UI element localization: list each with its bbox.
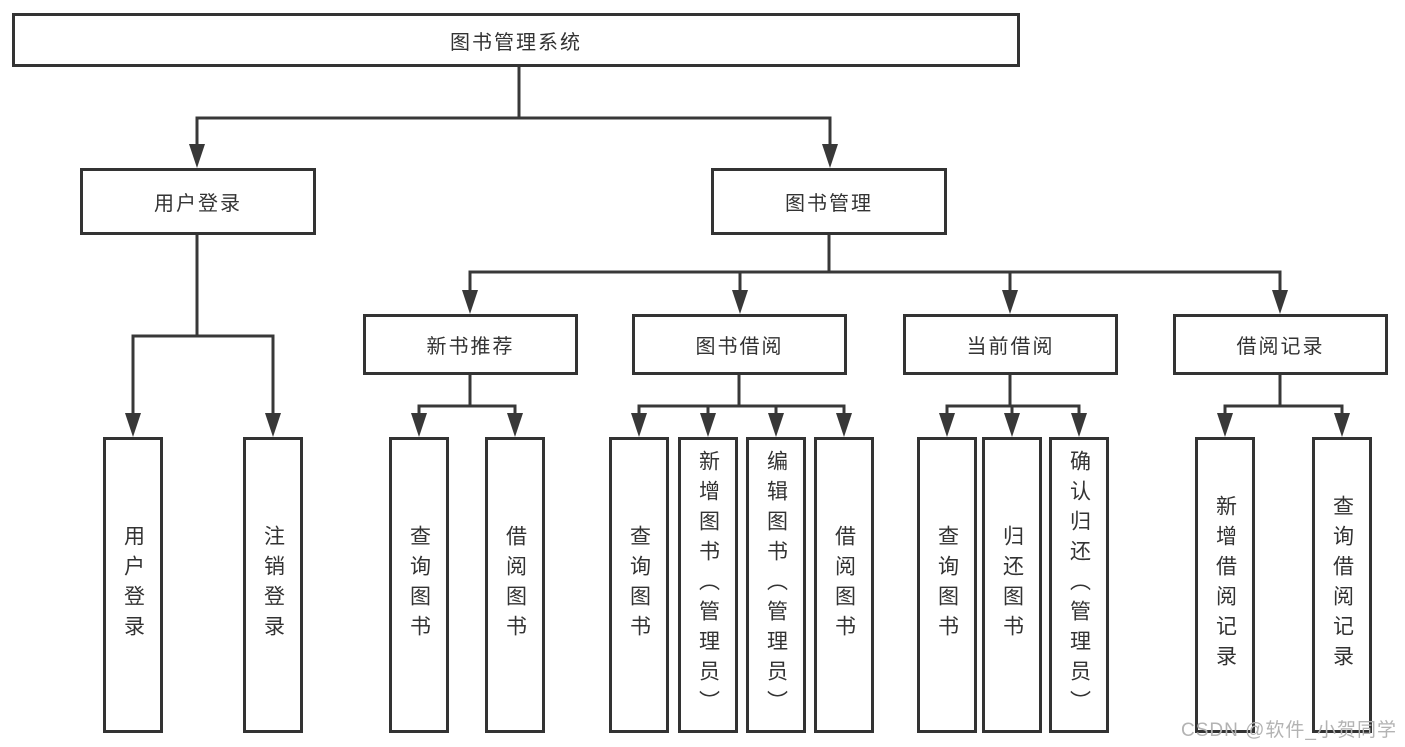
node-user-login: 用户登录 bbox=[80, 168, 316, 235]
node-book-management: 图书管理 bbox=[711, 168, 947, 235]
leaf-query-books-recommend-label: 查询图书 bbox=[407, 525, 431, 645]
leaf-user-login: 用户登录 bbox=[103, 437, 163, 733]
leaf-query-books-recommend: 查询图书 bbox=[389, 437, 449, 733]
node-user-login-label: 用户登录 bbox=[154, 193, 242, 215]
node-current-borrowing-label: 当前借阅 bbox=[966, 336, 1055, 358]
node-book-borrowing: 图书借阅 bbox=[632, 314, 847, 375]
leaf-edit-books-admin: 编辑图书（管理员） bbox=[746, 437, 806, 733]
node-new-book-recommendation-label: 新书推荐 bbox=[426, 336, 515, 358]
leaf-user-login-label: 用户登录 bbox=[121, 525, 145, 645]
leaf-add-borrow-record-label: 新增借阅记录 bbox=[1213, 495, 1237, 675]
node-current-borrowing: 当前借阅 bbox=[903, 314, 1118, 375]
leaf-query-books-current-label: 查询图书 bbox=[935, 525, 959, 645]
leaf-query-books-borrowing-label: 查询图书 bbox=[627, 525, 651, 645]
leaf-return-books-label: 归还图书 bbox=[1000, 525, 1024, 645]
leaf-borrow-books-recommend-label: 借阅图书 bbox=[503, 525, 527, 645]
watermark-csdn: CSDN @软件_小贺同学 bbox=[1181, 720, 1397, 741]
leaf-logout: 注销登录 bbox=[243, 437, 303, 733]
leaf-borrow-books-recommend: 借阅图书 bbox=[485, 437, 545, 733]
leaf-borrow-books-borrowing-label: 借阅图书 bbox=[832, 525, 856, 645]
node-new-book-recommendation: 新书推荐 bbox=[363, 314, 578, 375]
leaf-add-books-admin-label: 新增图书（管理员） bbox=[696, 450, 720, 720]
leaf-borrow-books-borrowing: 借阅图书 bbox=[814, 437, 874, 733]
leaf-logout-label: 注销登录 bbox=[261, 525, 285, 645]
node-book-borrowing-label: 图书借阅 bbox=[695, 336, 784, 358]
leaf-confirm-return-admin-label: 确认归还（管理员） bbox=[1067, 450, 1091, 720]
node-borrowing-records-label: 借阅记录 bbox=[1236, 336, 1325, 358]
leaf-query-books-current: 查询图书 bbox=[917, 437, 977, 733]
leaf-return-books: 归还图书 bbox=[982, 437, 1042, 733]
leaf-edit-books-admin-label: 编辑图书（管理员） bbox=[764, 450, 788, 720]
leaf-query-borrow-record-label: 查询借阅记录 bbox=[1330, 495, 1354, 675]
leaf-add-books-admin: 新增图书（管理员） bbox=[678, 437, 738, 733]
node-library-management-system-label: 图书管理系统 bbox=[450, 31, 582, 54]
node-borrowing-records: 借阅记录 bbox=[1173, 314, 1388, 375]
leaf-confirm-return-admin: 确认归还（管理员） bbox=[1049, 437, 1109, 733]
leaf-query-books-borrowing: 查询图书 bbox=[609, 437, 669, 733]
node-library-management-system: 图书管理系统 bbox=[12, 13, 1020, 67]
leaf-add-borrow-record: 新增借阅记录 bbox=[1195, 437, 1255, 733]
leaf-query-borrow-record: 查询借阅记录 bbox=[1312, 437, 1372, 733]
node-book-management-label: 图书管理 bbox=[785, 193, 873, 215]
